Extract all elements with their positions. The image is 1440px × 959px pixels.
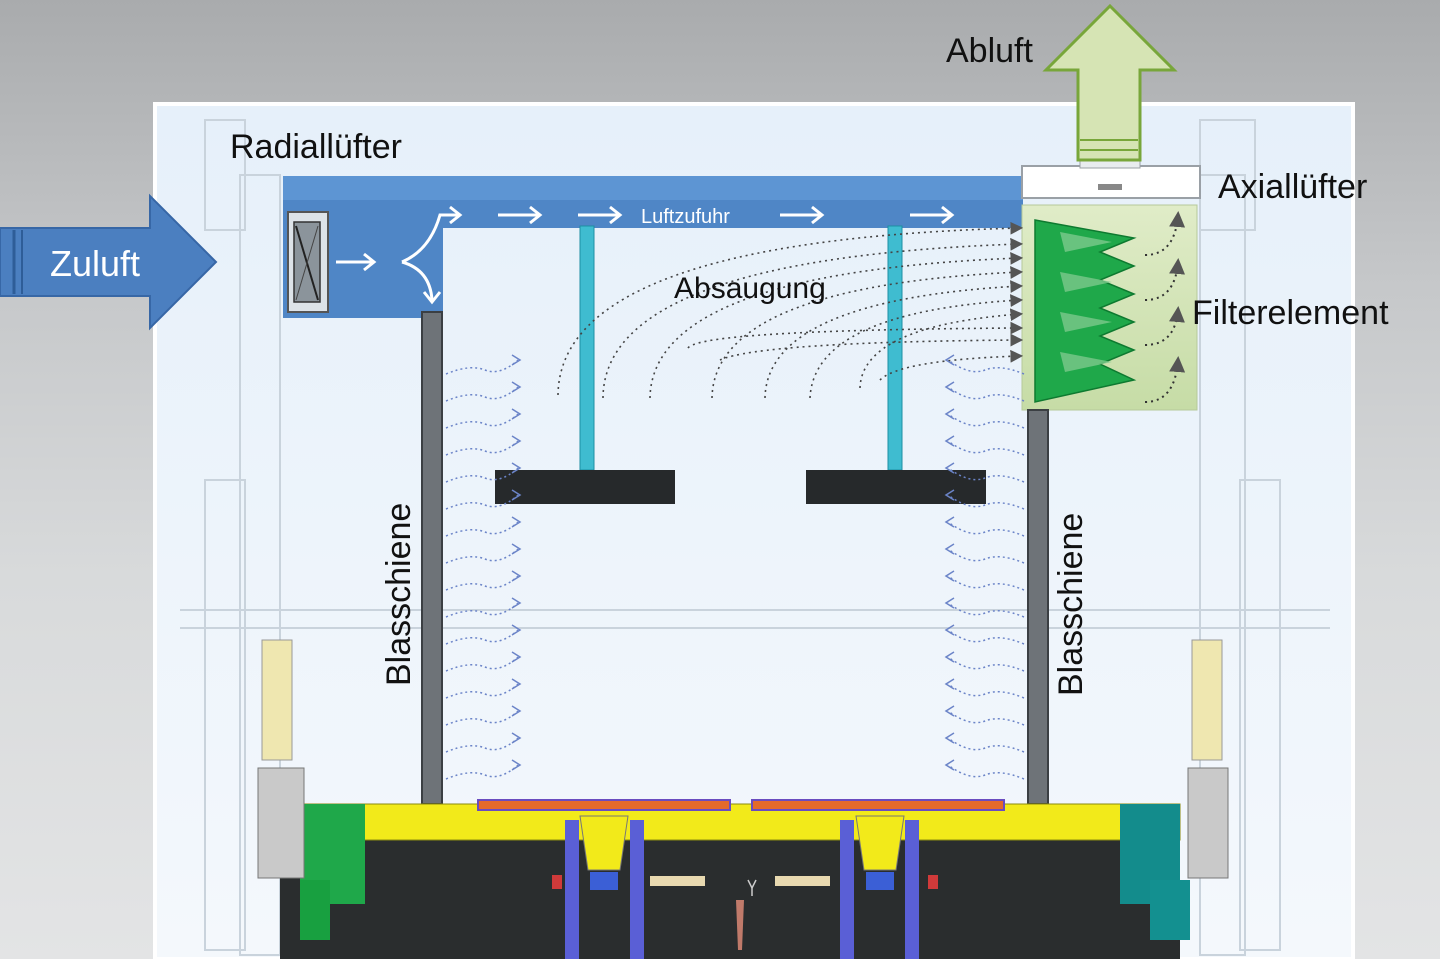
blow-flow-line [445,737,519,753]
blow-flow-line [445,764,519,780]
label-axiallufter: Axiallüfter [1218,168,1367,206]
blow-flow-line [445,467,519,483]
blow-flow-line [445,710,519,726]
blow-flow-line [947,548,1025,564]
machine-base [257,639,1229,959]
blow-flow-line [445,413,519,429]
blow-flow-arrowhead [511,678,522,690]
blow-flow-arrowhead [944,678,955,690]
blow-flow-arrowhead [944,624,955,636]
intake-arrow [0,193,218,331]
blow-flow-line [445,683,519,699]
label-blasschiene-right: Blasschiene [1052,513,1090,696]
blow-flow-arrowhead [944,597,955,609]
blow-flow-arrowhead [511,543,522,555]
blow-flow-line [947,440,1025,456]
blow-flow-arrowhead [944,759,955,771]
blow-flow-arrowhead [511,354,522,366]
label-luftzufuhr: Luftzufuhr [641,206,730,228]
blow-flow-arrowhead [944,435,955,447]
support-rod-left [579,225,595,471]
blow-flow-line [445,629,519,645]
blow-flow-left [445,354,522,780]
blow-flow-line [947,386,1025,402]
blow-flow-line [947,575,1025,591]
blow-flow-line [445,521,519,537]
blow-flow-arrowhead [511,489,522,501]
blow-flow-line [445,575,519,591]
top-duct [283,176,1023,202]
blow-flow-arrowhead [511,516,522,528]
blow-flow-arrowhead [511,570,522,582]
blow-flow-arrowhead [944,408,955,420]
blow-flow-line [947,710,1025,726]
blow-flow-line [947,737,1025,753]
support-rod-right [887,225,903,471]
blow-flow-line [445,494,519,510]
blow-flow-arrowhead [511,651,522,663]
label-abluft: Abluft [946,32,1033,70]
blow-flow-arrowhead [944,543,955,555]
blow-flow-arrowhead [511,732,522,744]
blow-flow-arrowhead [511,597,522,609]
filter-pleats [1060,232,1112,372]
blow-flow-arrowhead [511,462,522,474]
blow-flow-arrowhead [511,705,522,717]
blow-flow-arrowhead [511,408,522,420]
filter-element-icon [1034,219,1137,403]
blow-flow-line [947,494,1025,510]
blow-flow-line [947,521,1025,537]
blow-flow-arrowhead [944,651,955,663]
blow-flow-arrowhead [944,732,955,744]
exhaust-arrow [1042,3,1178,162]
label-blasschiene-left: Blasschiene [380,503,418,686]
blow-flow-arrowhead [511,624,522,636]
blow-flow-arrowhead [944,705,955,717]
supply-flow-arrows [336,205,955,305]
label-filterelement: Filterelement [1192,294,1389,332]
blow-flow-line [445,548,519,564]
blow-flow-line [445,440,519,456]
blow-flow-line [445,359,519,375]
blow-flow-line [445,602,519,618]
blow-flow-arrowhead [511,759,522,771]
blow-flow-line [947,602,1025,618]
suction-flow-lines [557,221,1024,399]
blow-flow-line [947,359,1025,375]
beam-left [495,470,675,504]
blow-flow-line [947,764,1025,780]
blow-flow-arrowhead [944,516,955,528]
blow-flow-line [947,629,1025,645]
blow-flow-right [944,354,1025,780]
blow-flow-arrowhead [944,381,955,393]
blow-flow-line [947,683,1025,699]
blow-flow-line [947,413,1025,429]
beam-right [806,470,986,504]
blow-flow-arrowhead [944,489,955,501]
blow-flow-line [445,386,519,402]
radial-fan-icon [287,211,329,313]
filter-flow-arrows [1144,211,1186,403]
blow-flow-line [947,656,1025,672]
blow-flow-line [445,656,519,672]
blow-rail-right [1027,409,1049,805]
frame-structure [180,119,1330,956]
blow-flow-arrowhead [944,462,955,474]
blow-rail-left [421,311,443,805]
blow-flow-arrowhead [944,354,955,366]
blow-flow-arrowhead [511,435,522,447]
label-absaugung: Absaugung [674,272,826,305]
label-radiallufter: Radiallüfter [230,128,402,166]
blow-flow-arrowhead [944,570,955,582]
label-zuluft: Zuluft [50,243,140,284]
blow-flow-line [947,467,1025,483]
blow-flow-arrowhead [511,381,522,393]
